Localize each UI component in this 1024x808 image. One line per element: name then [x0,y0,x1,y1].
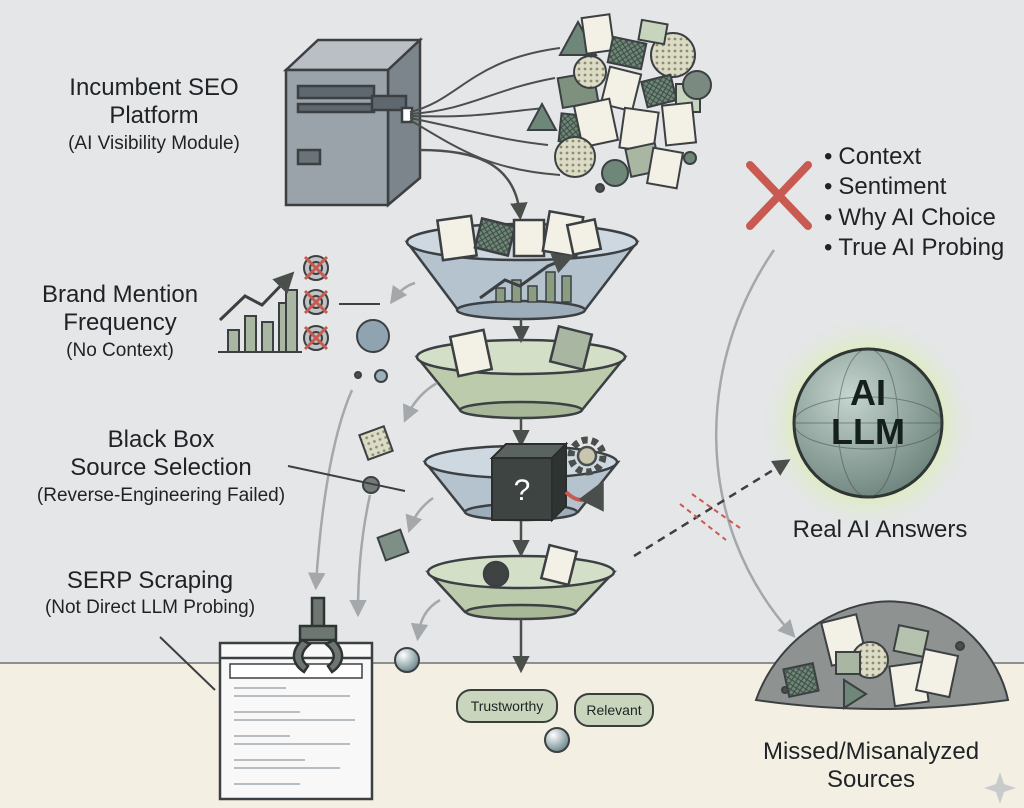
missing-item-why-ai-choice: Why AI Choice [824,203,1004,233]
server-icon [282,37,424,208]
trustworthy-pill: Trustworthy [456,689,558,723]
brand-mention-subtitle: (No Context) [66,339,174,361]
serp-subtitle: (Not Direct LLM Probing) [44,597,256,619]
question-mark: ? [514,474,531,507]
missing-item-sentiment: Sentiment [824,172,1004,202]
missed-line1: Missed/Misanalyzed [762,738,980,765]
data-cloud [526,13,712,193]
black-box-subtitle: (Reverse-Engineering Failed) [36,484,286,506]
real-ai-answers-caption: Real AI Answers [792,516,968,543]
llm-line2: LLM [831,410,905,452]
black-box-title-line2: Source Selection [70,454,252,482]
platform-title-line1: Incumbent SEO [69,74,239,101]
llm-line1: AI [850,372,886,413]
gear-icon [567,436,607,476]
black-box-label: Black Box Source Selection (Reverse-Engi… [14,426,308,507]
brand-mention-label: Brand Mention Frequency (No Context) [22,281,218,362]
missed-sources-pile [754,600,1010,710]
browser-window-icon [218,641,374,801]
server-to-funnel-arrow [419,148,528,221]
brand-mention-title-line2: Frequency [63,309,177,337]
black-box-title-line1: Black Box [107,426,215,453]
platform-label: Incumbent SEO Platform (AI Visibility Mo… [38,74,270,155]
funnel-icon [404,209,640,621]
missed-sources-arrow [715,249,796,638]
cancelled-target-icon [303,255,329,351]
missing-item-true-ai-probing: True AI Probing [824,233,1004,263]
falling-debris [354,319,420,673]
sparkle-icon [984,772,1016,804]
platform-title-line2: Platform [109,102,199,130]
broken-link-marks [679,493,741,541]
serp-title: SERP Scraping [66,567,234,594]
leak-arrows [308,281,441,642]
missing-capabilities-list: Context Sentiment Why AI Choice True AI … [824,142,1004,264]
question-cube-icon [489,441,569,523]
output-ball [544,727,570,753]
llm-sphere-text: AI LLM [808,372,928,452]
bar-chart-icon [218,271,302,353]
serp-label: SERP Scraping (Not Direct LLM Probing) [28,567,272,620]
blackbox-leader-line [287,465,406,492]
brand-mention-title-line1: Brand Mention [41,281,199,308]
robot-claw-icon [292,596,344,674]
platform-subtitle: (AI Visibility Module) [68,132,240,154]
red-x-icon [746,161,812,230]
rotation-arrow [564,480,604,512]
globe-lines [793,348,943,498]
missed-line2: Sources [826,766,916,794]
relevant-pill: Relevant [574,693,654,727]
missing-item-context: Context [824,142,1004,172]
missed-sources-label: Missed/Misanalyzed Sources [738,738,1004,795]
serp-to-llm-dashed-arrow [633,459,791,558]
serp-leader-line [159,636,216,691]
